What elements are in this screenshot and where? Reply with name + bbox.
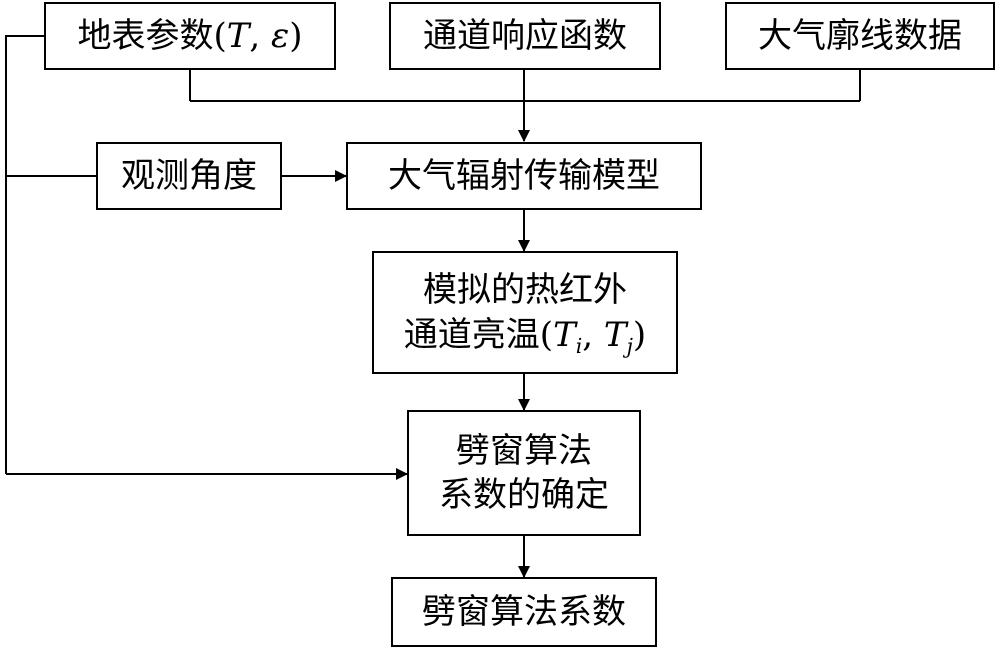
sim-brightness-line2: 通道亮温(Ti, Tj): [403, 314, 647, 358]
channel-response-label: 通道响应函数: [423, 15, 627, 56]
split-window-coeff-label: 劈窗算法系数: [422, 591, 626, 632]
coeff-determination-line1: 劈窗算法: [456, 430, 592, 471]
atmos-profile-box: 大气廓线数据: [725, 2, 995, 70]
rt-model-box: 大气辐射传输模型: [346, 142, 702, 210]
atmos-profile-label: 大气廓线数据: [758, 15, 962, 56]
coeff-determination-box: 劈窗算法 系数的确定: [407, 410, 641, 536]
surface-params-box: 地表参数(T, ε): [44, 2, 336, 70]
split-window-coeff-box: 劈窗算法系数: [391, 577, 657, 647]
surface-params-label: 地表参数(T, ε): [77, 15, 303, 56]
view-angle-box: 观测角度: [96, 142, 282, 210]
sim-brightness-line1: 模拟的热红外: [423, 270, 627, 311]
channel-response-box: 通道响应函数: [389, 2, 661, 70]
coeff-determination-line2: 系数的确定: [439, 475, 609, 515]
view-angle-label: 观测角度: [121, 155, 257, 196]
rt-model-label: 大气辐射传输模型: [388, 155, 660, 196]
connector-left-bus: [5, 35, 44, 474]
sim-brightness-box: 模拟的热红外 通道亮温(Ti, Tj): [372, 251, 678, 374]
